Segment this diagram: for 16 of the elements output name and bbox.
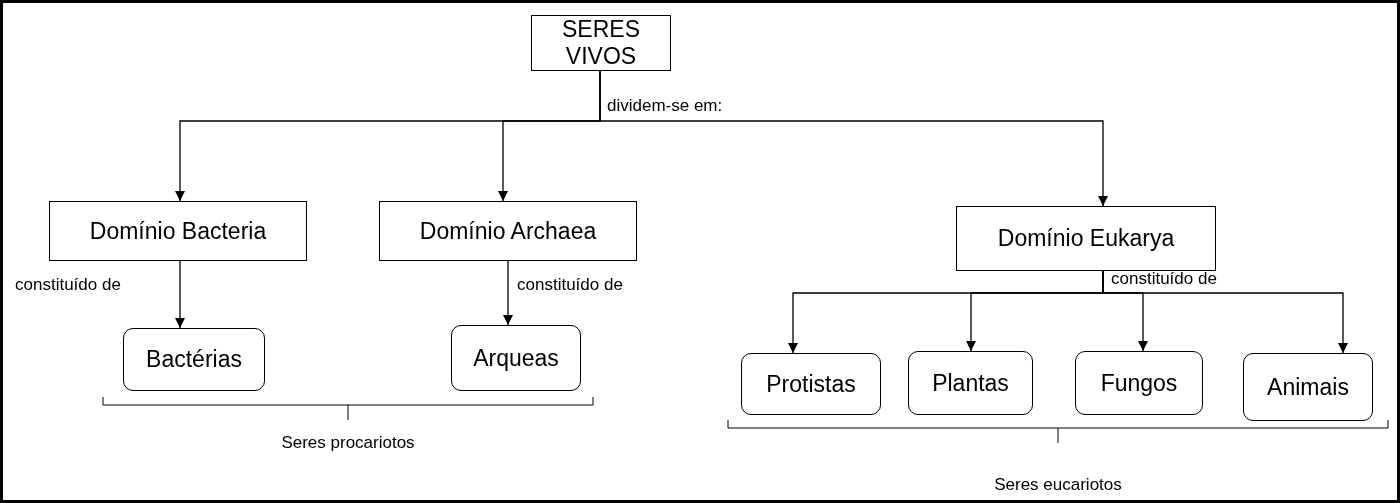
process-box: SERES VIVOS	[531, 15, 671, 71]
group-label: Seres eucariotos	[994, 475, 1122, 495]
process-box: Domínio Archaea	[379, 201, 637, 261]
process-box: Domínio Eukarya	[956, 206, 1216, 271]
rounded-box: Animais	[1243, 353, 1373, 421]
rounded-box: Protistas	[741, 353, 881, 415]
arrow	[599, 70, 1109, 207]
rounded-box: Plantas	[908, 351, 1033, 415]
rounded-box: Arqueas	[451, 325, 581, 391]
rounded-box: Fungos	[1075, 351, 1203, 415]
rounded-box: Bactérias	[123, 328, 265, 391]
arrow	[502, 260, 514, 326]
process-box: Domínio Bacteria	[49, 201, 307, 261]
arrow	[174, 260, 186, 329]
group-label: Seres procariotos	[281, 433, 415, 453]
arrow	[1102, 270, 1349, 354]
